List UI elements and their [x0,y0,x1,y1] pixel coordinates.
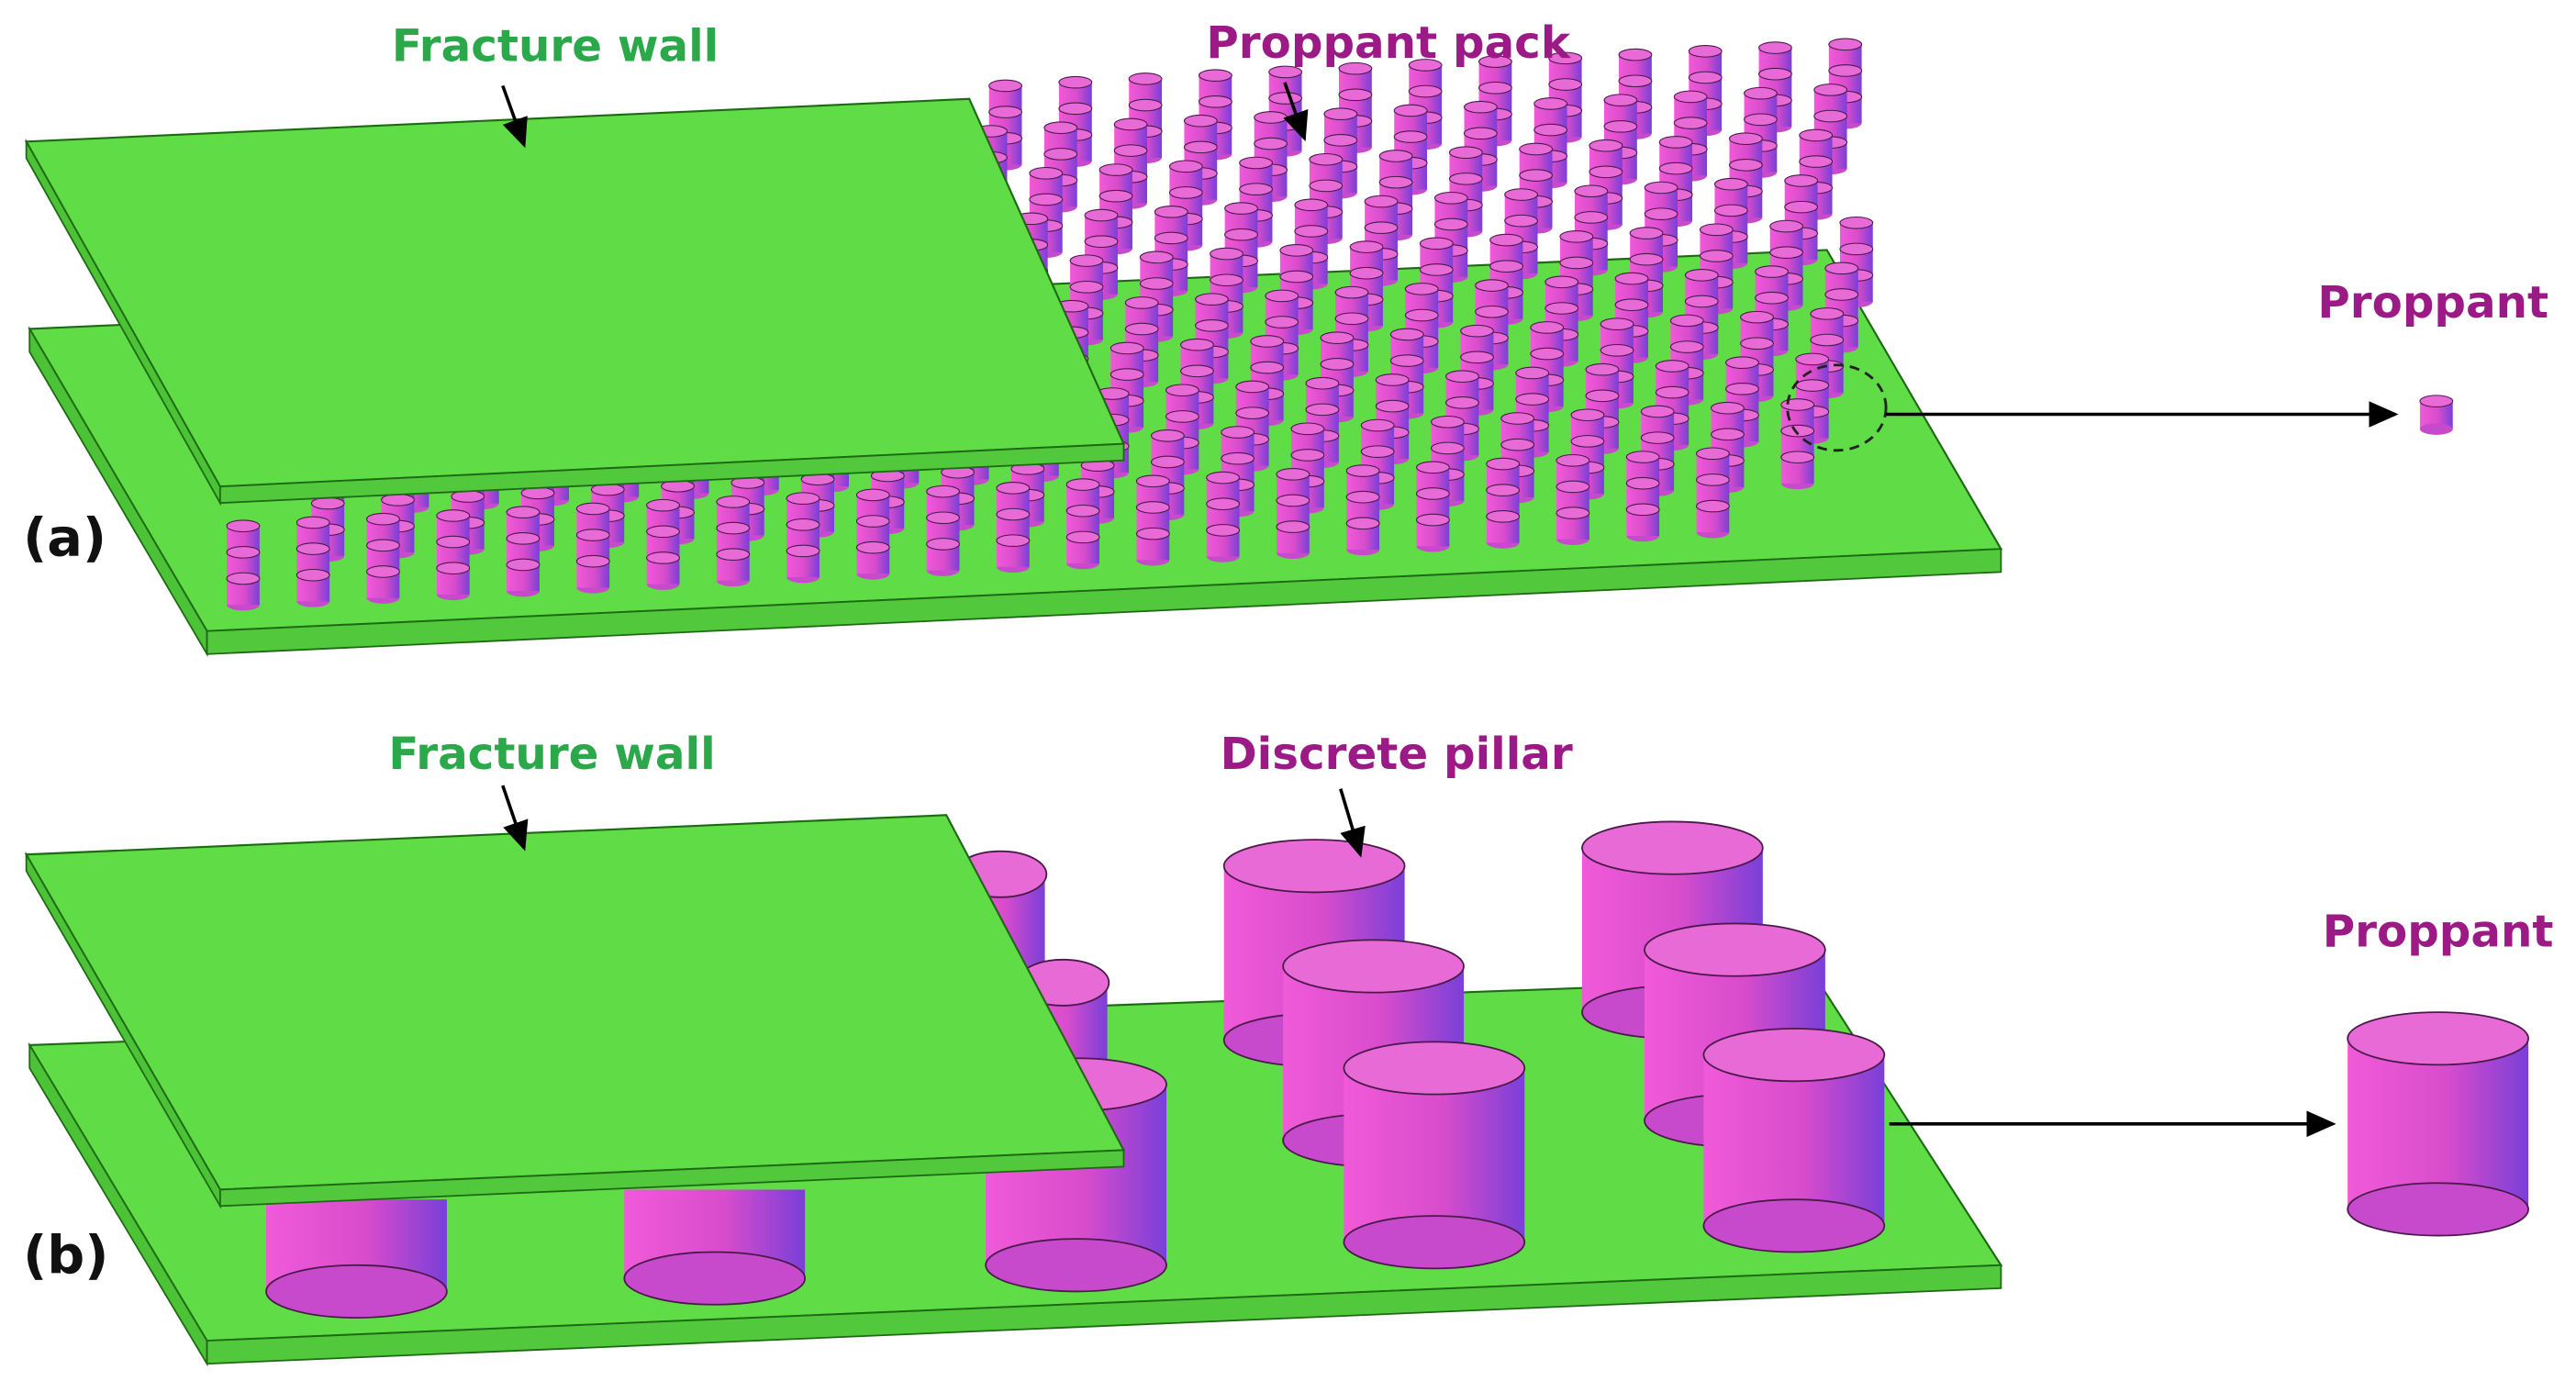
discrete-pillar-pointer [1339,788,1366,858]
proppant-particle [786,492,820,584]
proppant-particle [1415,461,1450,552]
top-fracture-wall-a [24,97,1126,507]
proppant-particle [1065,478,1100,570]
proppant-particle [1276,468,1310,560]
discrete-pillar [1343,1041,1526,1270]
fracture-wall-label-b: Fracture wall [388,729,715,780]
proppant-particle [366,512,400,604]
discrete-pillar [1702,1028,1886,1253]
proppant-highlight-circle [1786,363,1888,452]
proppant-single-a [2419,395,2454,435]
proppant-pack-pointer [1283,82,1309,142]
proppant-particle [1135,474,1170,566]
proppant-particle [506,506,541,597]
proppant-particle [716,496,751,587]
panel-tag-b: (b) [23,1225,108,1286]
proppant-pack-label: Proppant pack [1206,17,1571,69]
proppant-pack-grid [226,38,1874,611]
proppant-particle [1696,447,1730,539]
proppant-particle [1206,471,1241,562]
panel-b: Fracture wall Discrete pillar Proppant (… [23,729,2554,1367]
proppant-label-a: Proppant [2317,277,2548,329]
proppant-particle [1345,464,1380,556]
proppant-particle [226,519,261,611]
proppant-particle [1556,453,1590,545]
discrete-pillar-label: Discrete pillar [1221,729,1573,780]
fracture-wall-label-a: Fracture wall [392,21,719,72]
fracture-wall-pointer-b [501,785,529,852]
panel-a: Fracture wall Proppant pack Proppant (a) [23,17,2548,658]
proppant-particle [996,482,1031,574]
discrete-pillar [265,1199,448,1319]
proppant-particle [926,484,961,576]
fracture-wall-pointer-a [501,84,528,149]
panel-tag-a: (a) [23,507,106,568]
proppant-particle [436,509,471,601]
proppant-label-b: Proppant [2323,907,2554,958]
discrete-pillar [623,1189,807,1306]
proppant-particle [1780,398,1815,490]
proppant-particle [855,488,890,580]
proppant-particle [575,502,610,594]
proppant-particle [1625,451,1660,542]
top-fracture-wall-b [24,814,1126,1209]
proppant-particle [646,498,680,590]
proppant-particle [296,516,330,607]
proppant-single-b [2347,1011,2529,1237]
proppant-particle [1486,457,1521,549]
